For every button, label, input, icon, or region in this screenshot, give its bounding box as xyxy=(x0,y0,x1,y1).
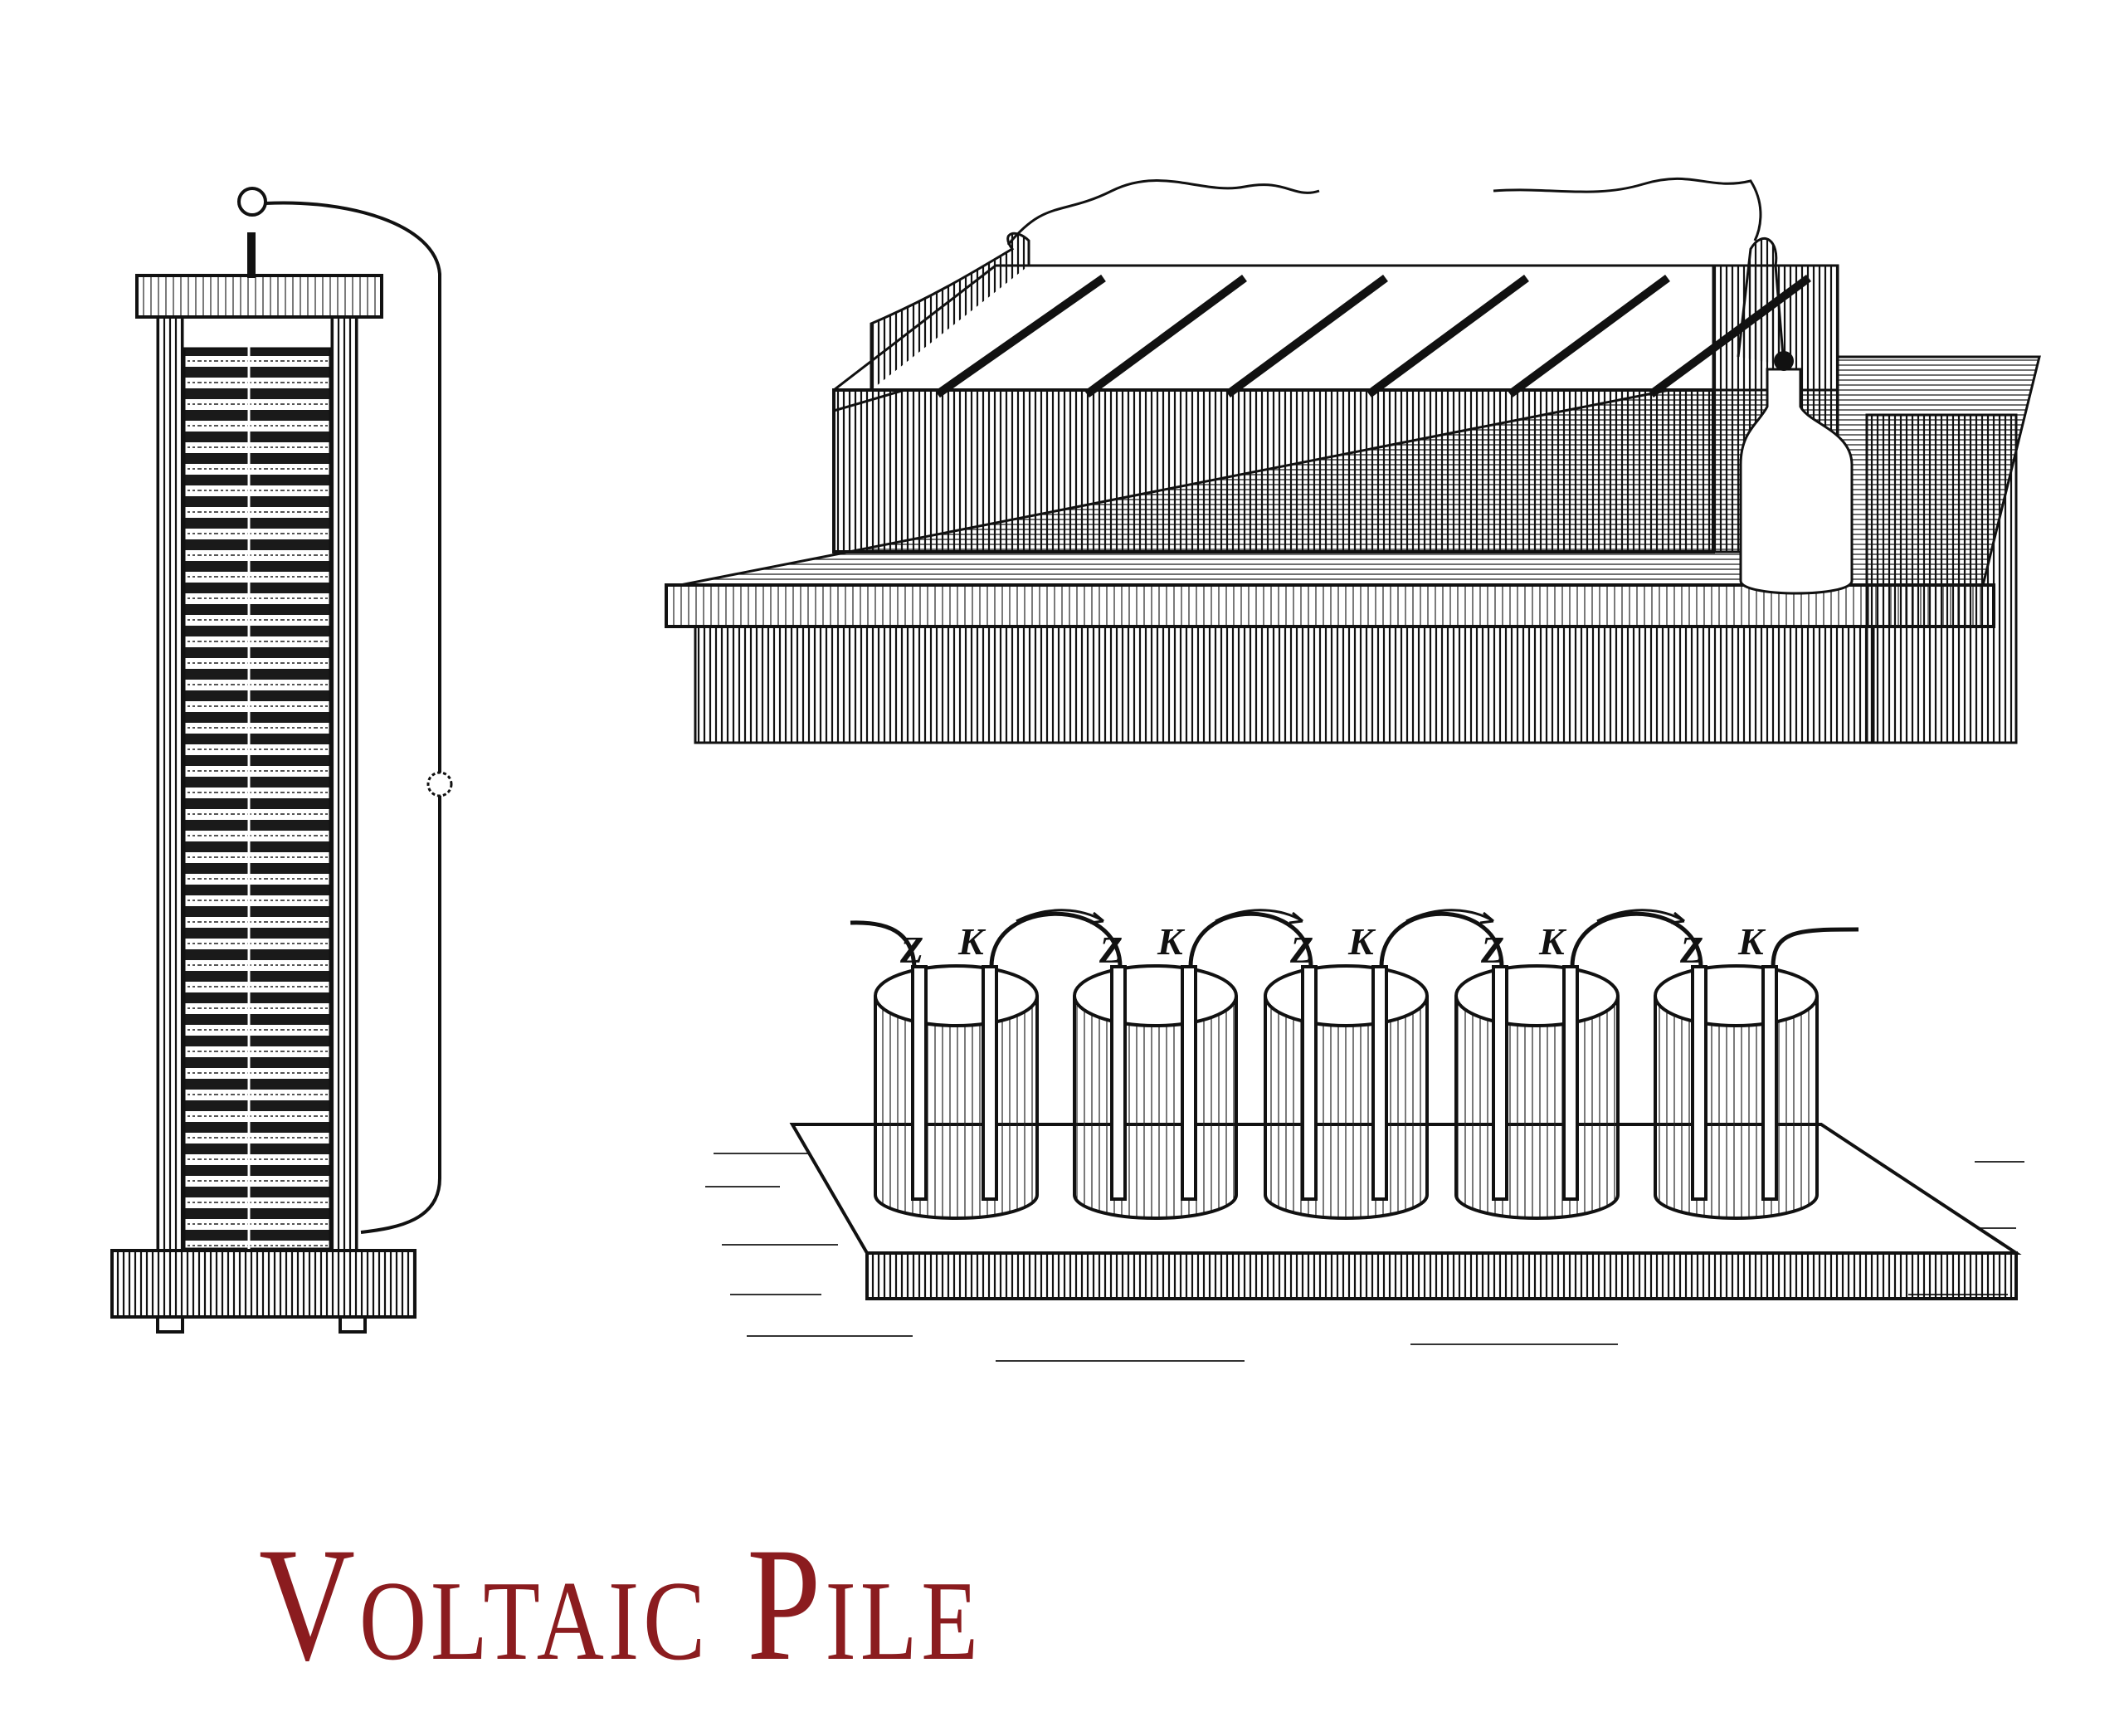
zinc-plate xyxy=(1691,965,1707,1201)
copper-label: K xyxy=(1157,920,1186,963)
lead-wire xyxy=(850,920,917,968)
current-arrow xyxy=(1405,909,1494,924)
lead-wire xyxy=(1771,927,1859,968)
zinc-label: Z xyxy=(1480,929,1504,971)
copper-label: K xyxy=(1737,920,1766,963)
connecting-wire xyxy=(1379,911,1504,968)
title: Voltaic Pile xyxy=(259,1514,982,1695)
copper-plate xyxy=(982,965,998,1201)
zinc-plate xyxy=(1110,965,1127,1201)
connecting-wire xyxy=(1188,911,1313,968)
column-pile xyxy=(110,187,453,1334)
copper-plate xyxy=(1181,965,1197,1201)
zinc-label: Z xyxy=(1289,929,1313,971)
current-arrow xyxy=(1016,909,1104,924)
copper-label: K xyxy=(1538,920,1567,963)
zinc-plate xyxy=(911,965,928,1201)
zinc-label: Z xyxy=(1099,929,1123,971)
copper-label: K xyxy=(1347,920,1376,963)
zinc-plate xyxy=(1301,965,1318,1201)
zinc-plate xyxy=(1492,965,1508,1201)
current-arrow xyxy=(1596,909,1685,924)
current-arrow xyxy=(1215,909,1303,924)
copper-plate xyxy=(1761,965,1778,1201)
copper-plate xyxy=(1371,965,1388,1201)
connecting-wire xyxy=(989,911,1123,968)
copper-plate xyxy=(1562,965,1579,1201)
connecting-wire xyxy=(1570,911,1703,968)
copper-label: K xyxy=(957,920,986,963)
trough-battery xyxy=(665,177,2041,744)
zinc-label: Z xyxy=(1679,929,1703,971)
